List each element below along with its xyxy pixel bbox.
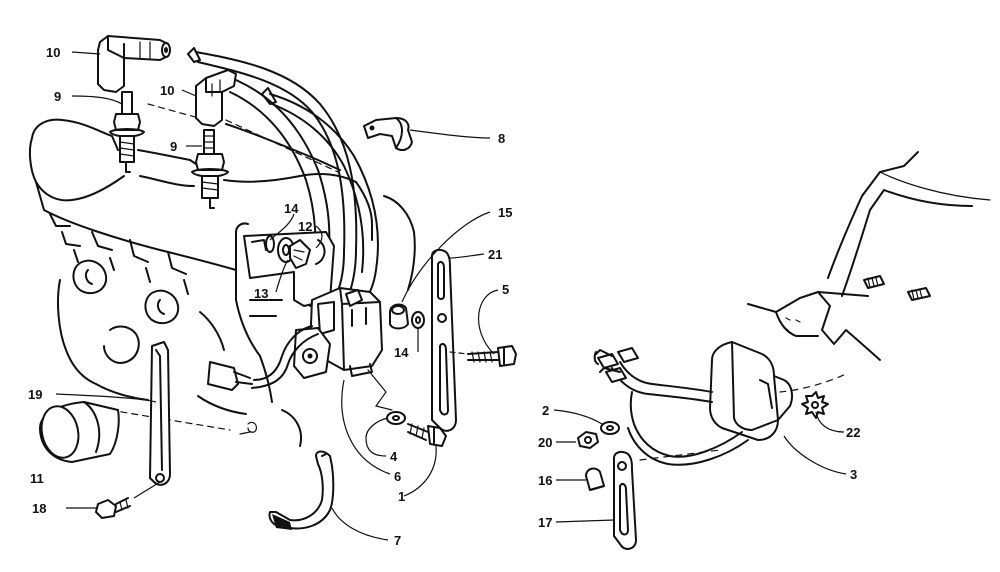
callout-9: 9 xyxy=(54,89,61,104)
callout-19: 19 xyxy=(28,387,42,402)
callout-5: 5 xyxy=(502,282,509,297)
spark-plug-cap-lower xyxy=(195,69,237,127)
callout-7: 7 xyxy=(394,533,401,548)
spacer xyxy=(389,303,409,330)
bolt-lower xyxy=(407,423,447,447)
callout-21: 21 xyxy=(488,247,502,262)
spark-plug-upper xyxy=(109,91,145,173)
washer-right xyxy=(411,311,425,329)
slotted-strap-17 xyxy=(613,450,637,550)
callout-17: 17 xyxy=(538,515,552,530)
cdi-wire-harness xyxy=(593,347,749,466)
callout-13: 13 xyxy=(254,286,268,301)
callout-2: 2 xyxy=(542,403,549,418)
cable-strap xyxy=(268,450,335,530)
callout-12: 12 xyxy=(298,219,312,234)
ignition-coil-assembly xyxy=(207,231,393,411)
acorn-nut-16 xyxy=(585,467,605,491)
screw-18 xyxy=(95,497,131,519)
callout-14: 14 xyxy=(284,201,299,216)
callout-8: 8 xyxy=(498,131,505,146)
callout-15: 15 xyxy=(498,205,512,220)
threaded-studs xyxy=(863,275,931,301)
callout-11: 11 xyxy=(30,471,44,486)
bracket-strap xyxy=(149,341,171,486)
leader-lines xyxy=(55,51,847,541)
callout-1: 1 xyxy=(398,489,405,504)
callout-labels: 10 9 10 9 8 14 12 13 15 21 5 14 19 11 18… xyxy=(28,45,860,548)
callout-10: 10 xyxy=(160,83,174,98)
washer-lower xyxy=(386,411,406,425)
callout-22: 22 xyxy=(846,425,860,440)
callout-6: 6 xyxy=(394,469,401,484)
rubber-sleeve xyxy=(39,401,120,463)
callout-9: 9 xyxy=(170,139,177,154)
callout-18: 18 xyxy=(32,501,46,516)
callout-4: 4 xyxy=(390,449,398,464)
callout-10: 10 xyxy=(46,45,60,60)
spark-plug-cap-upper xyxy=(97,35,171,93)
hex-nut-20 xyxy=(577,431,599,449)
washer-2 xyxy=(600,421,620,435)
washer-nut-stack xyxy=(265,235,311,269)
callout-14: 14 xyxy=(394,345,409,360)
callout-16: 16 xyxy=(538,473,552,488)
callout-20: 20 xyxy=(538,435,552,450)
slotted-strap xyxy=(431,248,457,432)
chassis-frame xyxy=(639,151,991,461)
callout-3: 3 xyxy=(850,467,857,482)
cdi-module xyxy=(709,341,793,441)
bolt-right xyxy=(449,345,517,367)
wire-clamp xyxy=(363,117,413,151)
spark-plug-lower xyxy=(191,129,229,209)
star-washer xyxy=(801,391,829,419)
engine-block xyxy=(28,103,416,447)
